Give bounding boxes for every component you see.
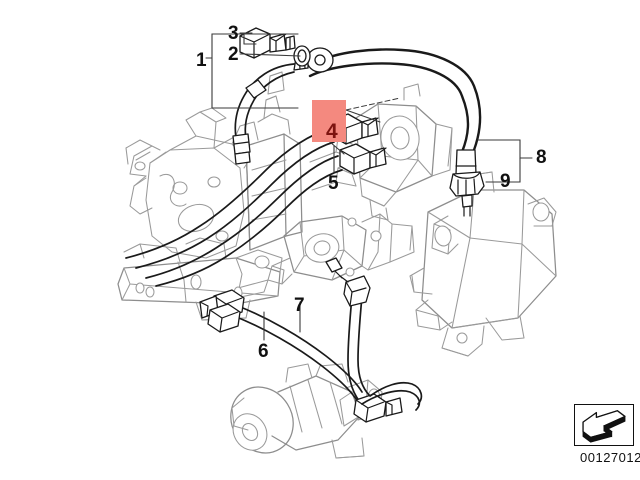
callout-7[interactable]: 7 <box>294 295 305 316</box>
callout-1[interactable]: 1 <box>196 50 207 71</box>
hose-end-fitting-8 <box>455 149 477 175</box>
callout-6[interactable]: 6 <box>258 341 269 362</box>
hydraulic-pump-upper-ghost <box>309 83 453 221</box>
callout-3[interactable]: 3 <box>228 23 239 44</box>
reservoir-ghost <box>409 171 557 357</box>
highlight-label-4: 4 <box>326 120 338 143</box>
center-actuator-ghost <box>233 213 415 300</box>
pipe-bundle-4-5 <box>125 113 387 287</box>
callout-5[interactable]: 5 <box>328 173 339 194</box>
steering-gear-ghost <box>125 71 303 259</box>
hose-clamp-9 <box>449 171 485 217</box>
pipe-fitting-lower <box>339 143 387 175</box>
suction-hose-7 <box>325 257 423 423</box>
banjo-bolt-3 <box>239 27 296 59</box>
lower-pipes-6 <box>199 289 363 403</box>
mounting-rail-ghost <box>117 237 283 321</box>
callout-leaders <box>205 32 533 341</box>
hand-pointer-logo-box <box>574 404 634 446</box>
callout-9[interactable]: 9 <box>500 171 511 192</box>
highlight-box-part-4: 4 <box>312 100 346 143</box>
part-number-caption: 00127012 <box>580 450 640 465</box>
hand-pointer-icon <box>582 410 626 443</box>
callout-2[interactable]: 2 <box>228 44 239 65</box>
callout-8[interactable]: 8 <box>536 147 547 168</box>
